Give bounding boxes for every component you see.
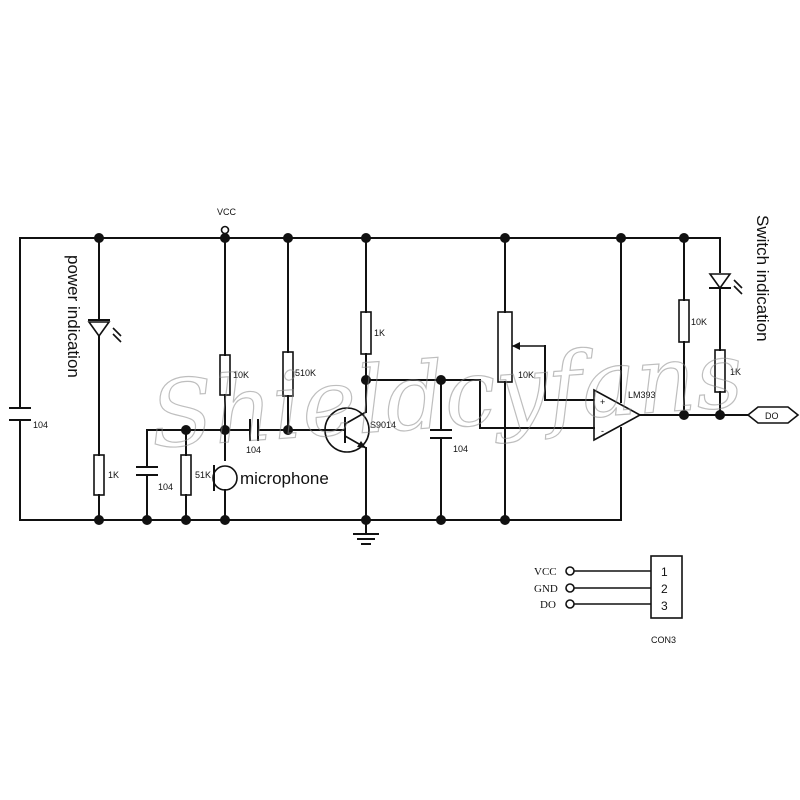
do-output-label: DO xyxy=(765,411,779,421)
power-indication-label: power indication xyxy=(64,255,83,378)
resistor-power-led-label: 1K xyxy=(108,470,119,480)
resistor-power-led xyxy=(93,454,105,496)
con3-pin2-number: 2 xyxy=(661,582,668,596)
capacitor-coupling xyxy=(249,419,346,441)
comparator-lm393 xyxy=(593,237,749,521)
comparator-plus: + xyxy=(600,397,605,407)
con3-label: CON3 xyxy=(651,635,676,645)
transistor-label: S9014 xyxy=(370,420,396,430)
capacitor-coupling-label: 104 xyxy=(246,445,261,455)
microphone-symbol xyxy=(212,465,238,521)
vcc-pin xyxy=(220,225,230,235)
con3-pin3-signal: DO xyxy=(540,599,556,611)
transistor-s9014 xyxy=(324,407,370,521)
comparator-label: LM393 xyxy=(628,390,656,400)
resistor-51k-label: 51K xyxy=(195,470,211,480)
con3-pin3-number: 3 xyxy=(661,599,668,613)
capacitor-left-label: 104 xyxy=(33,420,48,430)
con3-pin2-signal: GND xyxy=(534,583,558,595)
capacitor-filter-label: 104 xyxy=(453,444,468,454)
potentiometer-label: 10K xyxy=(518,370,534,380)
junction-dots xyxy=(94,233,725,525)
resistor-10k-pullup-label: 10K xyxy=(691,317,707,327)
power-led xyxy=(87,237,122,456)
con3-pin1-number: 1 xyxy=(661,565,668,579)
resistor-switch-led-label: 1K xyxy=(730,367,741,377)
comparator-minus: - xyxy=(601,426,604,436)
potentiometer-wiper xyxy=(512,342,595,401)
resistor-10k-mic-label: 10K xyxy=(233,370,249,380)
vcc-label: VCC xyxy=(217,207,237,217)
capacitor-mic-bias-label: 104 xyxy=(158,482,173,492)
watermark: Shieldcyfans xyxy=(147,321,746,469)
resistor-1k-collector-label: 1K xyxy=(374,328,385,338)
switch-indication-label: Switch indication xyxy=(753,215,772,342)
do-output-tag xyxy=(746,406,800,424)
microphone-label: microphone xyxy=(240,469,329,488)
connector-con3 xyxy=(565,555,683,619)
capacitor-mic-bias xyxy=(136,429,158,521)
capacitor-left xyxy=(9,237,31,521)
switch-led xyxy=(708,237,743,351)
con3-pin1-signal: VCC xyxy=(534,566,557,578)
resistor-510k-label: 510K xyxy=(295,368,316,378)
capacitor-filter xyxy=(430,379,452,521)
